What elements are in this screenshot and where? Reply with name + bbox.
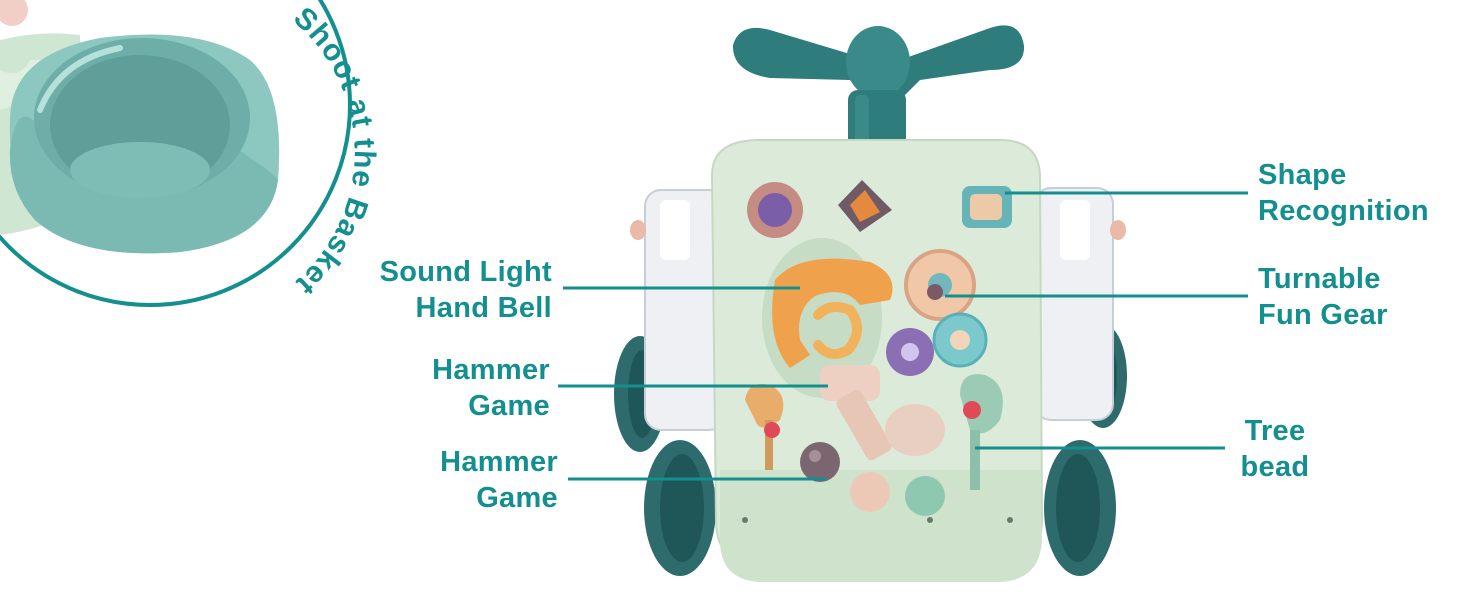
label-tree-bead-line2: bead [1240,451,1310,483]
label-hammer-game-2-line2: Game [476,482,558,514]
label-shape-recognition-line2: Recognition [1258,195,1429,227]
label-shape-recognition: Shape Recognition [1258,157,1429,229]
label-sound-light-hand-bell-line2: Hand Bell [415,292,552,324]
label-hammer-game-1: Hammer Game [380,352,550,424]
label-turnable-fun-gear-line1: Turnable [1258,263,1381,295]
label-turnable-fun-gear-line2: Fun Gear [1258,299,1388,331]
basket-inset [0,0,352,307]
label-tree-bead: Tree bead [1225,413,1325,485]
label-hammer-game-2-line1: Hammer [440,446,558,478]
label-hammer-game-1-line2: Game [468,390,550,422]
label-hammer-game-1-line1: Hammer [432,354,550,386]
label-tree-bead-line1: Tree [1244,415,1306,447]
callout-lines [558,191,1248,481]
label-sound-light-hand-bell: Sound Light Hand Bell [340,254,552,326]
walker-toy [614,25,1127,582]
label-hammer-game-2: Hammer Game [388,444,558,516]
label-turnable-fun-gear: Turnable Fun Gear [1258,261,1388,333]
label-shape-recognition-line1: Shape [1258,159,1347,191]
label-sound-light-hand-bell-line1: Sound Light [379,256,552,288]
